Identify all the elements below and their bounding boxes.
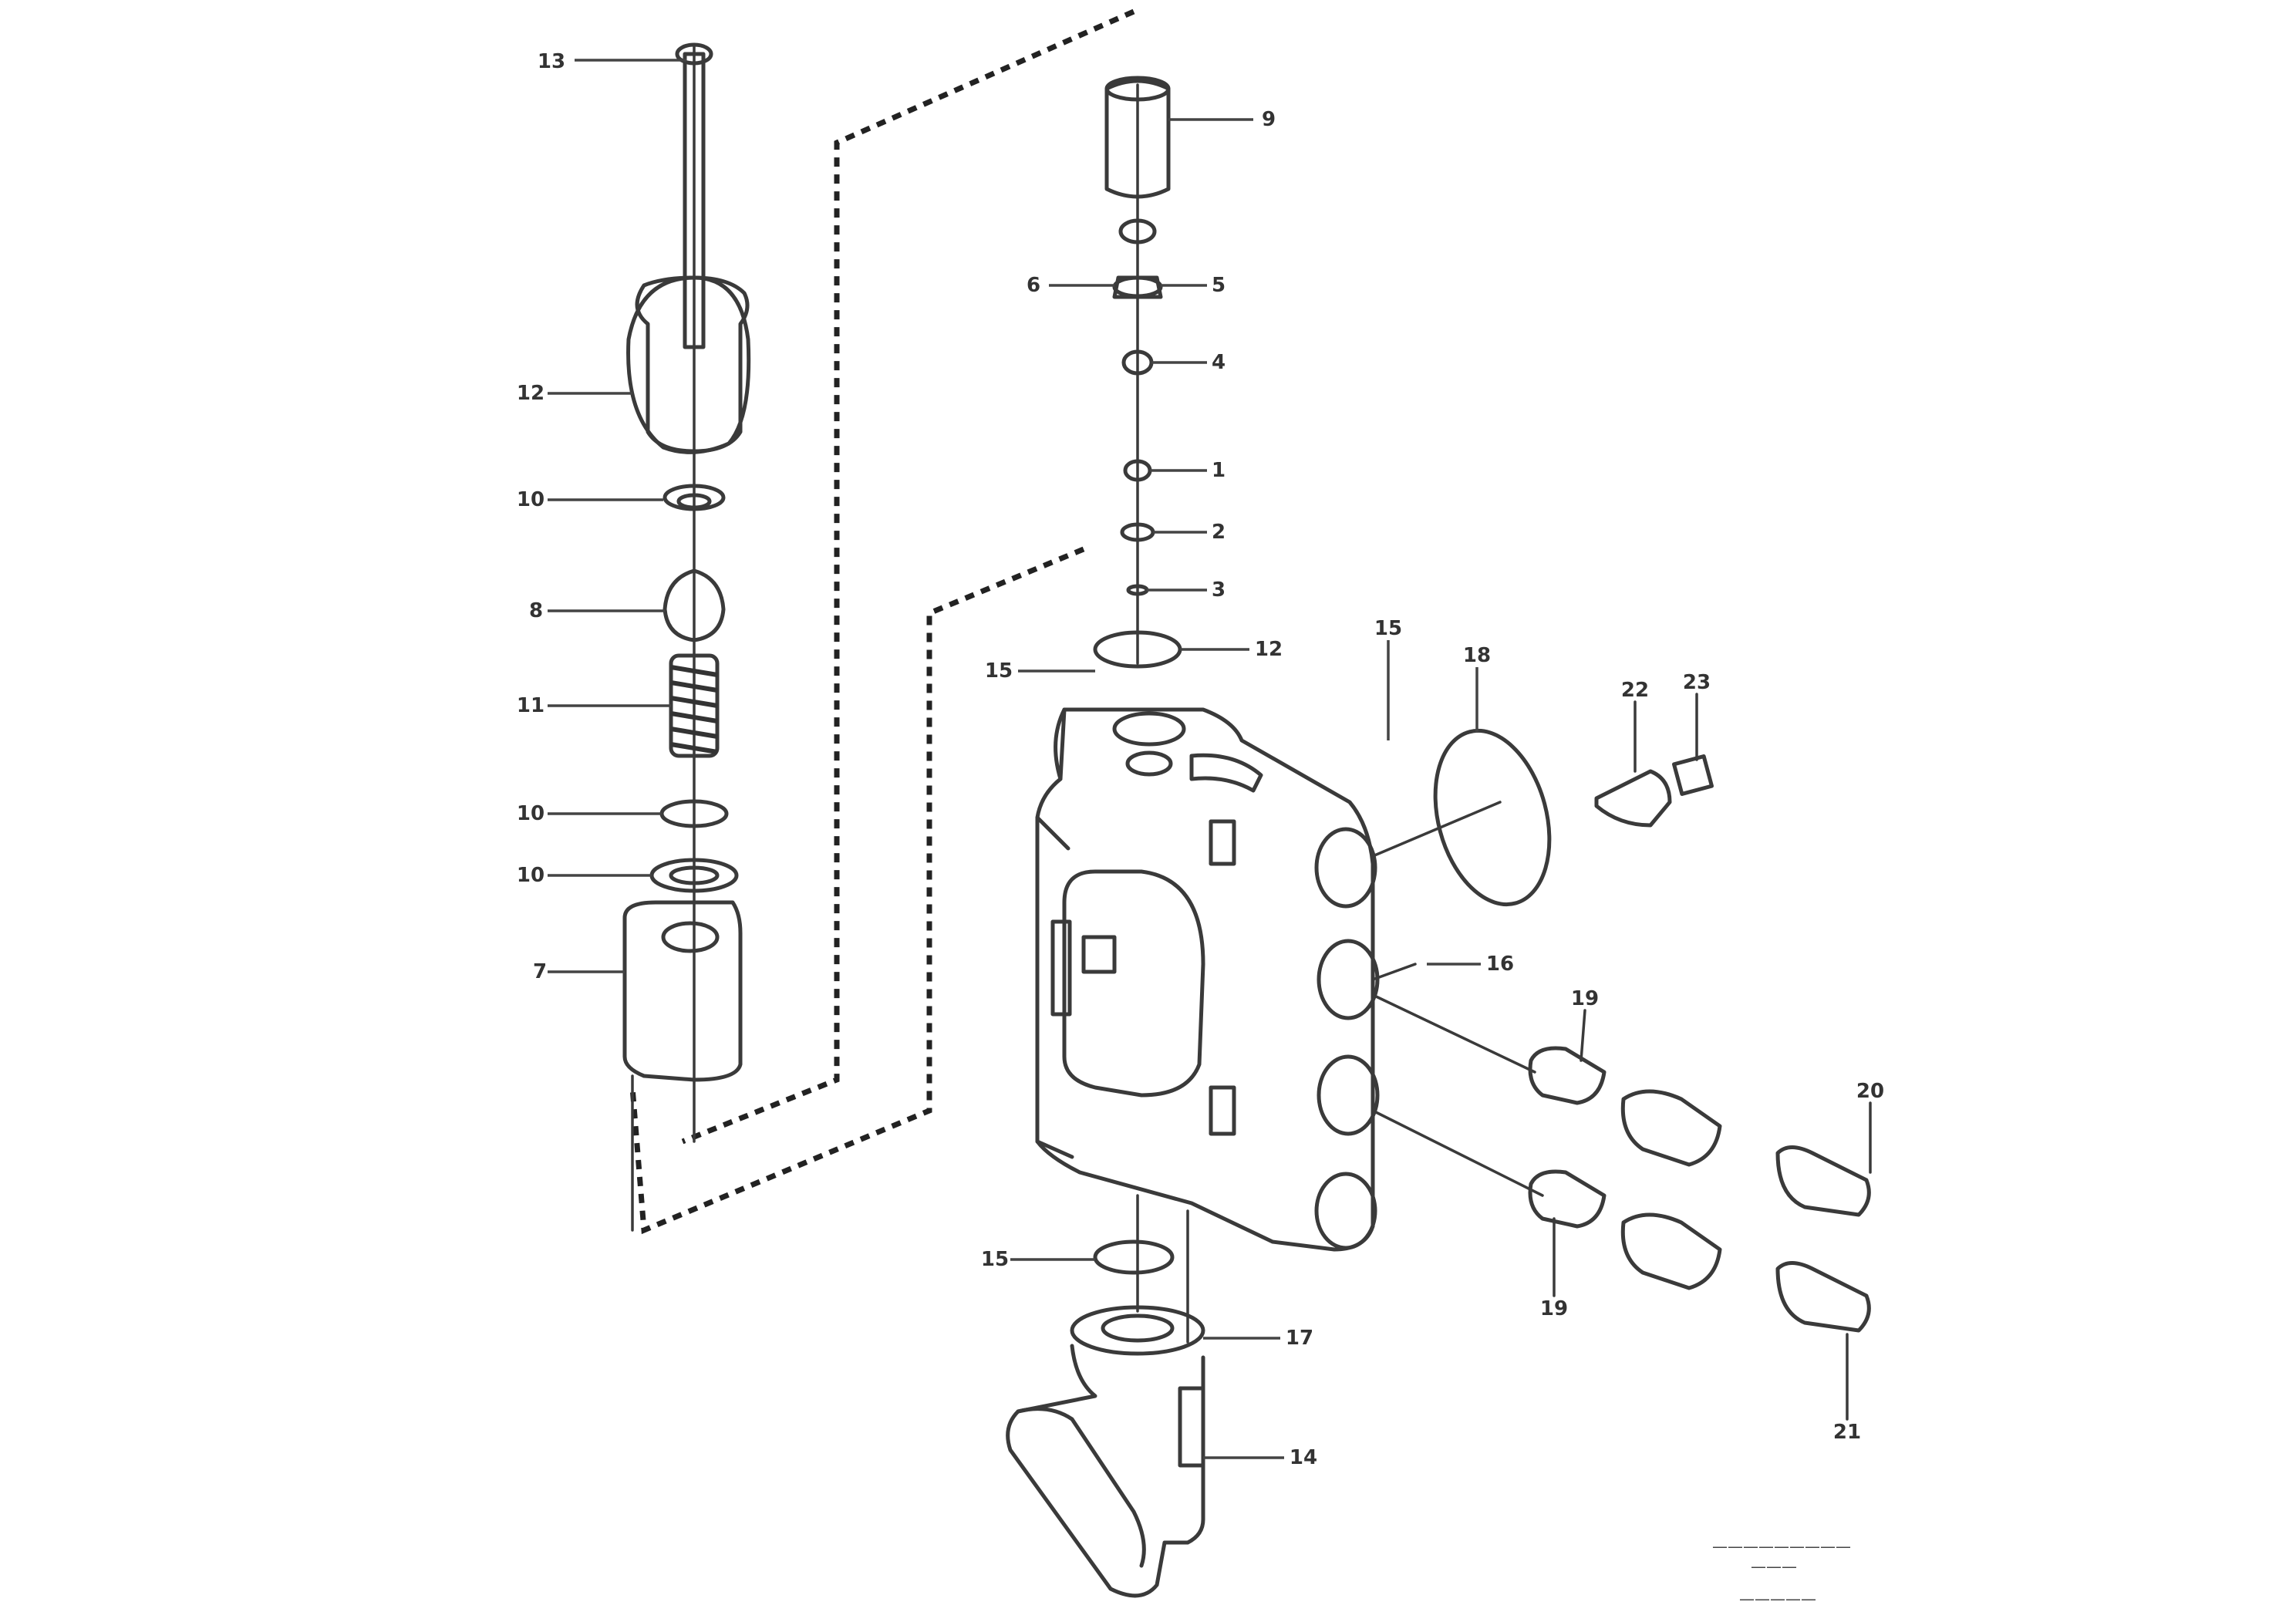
valve-body	[1035, 707, 1380, 1252]
callout-21: 21	[1833, 1421, 1861, 1444]
callout-1: 1	[1212, 459, 1226, 482]
drawing-reference-line-2: ———	[1751, 1557, 1797, 1576]
left-part-stack	[622, 42, 751, 1232]
callout-19-lower: 19	[1540, 1297, 1568, 1320]
drawing-reference-line-1: —————————	[1712, 1537, 1851, 1556]
callout-15-top: 15	[985, 659, 1013, 683]
callout-13: 13	[538, 50, 565, 73]
callout-11: 11	[517, 694, 544, 717]
callout-16: 16	[1486, 953, 1514, 976]
callout-14: 14	[1290, 1446, 1317, 1469]
callout-20: 20	[1856, 1080, 1884, 1103]
callout-labels: 13 12 10 8 11 10 10 7 9 6 5 4 1 2 3 12 1…	[517, 50, 1884, 1469]
callout-22: 22	[1621, 679, 1649, 702]
assembly-guides	[629, 8, 1135, 1235]
callout-9: 9	[1262, 108, 1276, 131]
callout-7: 7	[533, 960, 547, 983]
callout-12-left: 12	[517, 382, 544, 405]
callout-5: 5	[1212, 274, 1226, 297]
callout-23: 23	[1683, 671, 1711, 694]
callout-10-lower: 10	[517, 864, 544, 887]
callout-19-upper: 19	[1571, 987, 1599, 1010]
callout-12-right: 12	[1255, 638, 1283, 661]
lower-parts	[1006, 1194, 1205, 1598]
callout-10-upper: 10	[517, 488, 544, 511]
callout-2: 2	[1212, 521, 1226, 544]
side-fittings	[1371, 693, 1872, 1421]
callout-10-middle: 10	[517, 802, 544, 825]
callout-17: 17	[1286, 1327, 1313, 1350]
callout-15-lower: 15	[981, 1248, 1009, 1271]
callout-8: 8	[529, 599, 543, 622]
drawing-reference: ————————— ——— —————	[1712, 1537, 1851, 1608]
leader-lines	[548, 59, 1481, 1459]
callout-4: 4	[1212, 351, 1226, 374]
right-part-stack	[1093, 76, 1182, 669]
drawing-reference-line-3: —————	[1739, 1590, 1816, 1608]
callout-3: 3	[1212, 578, 1226, 602]
callout-6: 6	[1027, 274, 1040, 297]
callout-15-upper: 15	[1374, 617, 1402, 640]
callout-18: 18	[1463, 644, 1491, 667]
